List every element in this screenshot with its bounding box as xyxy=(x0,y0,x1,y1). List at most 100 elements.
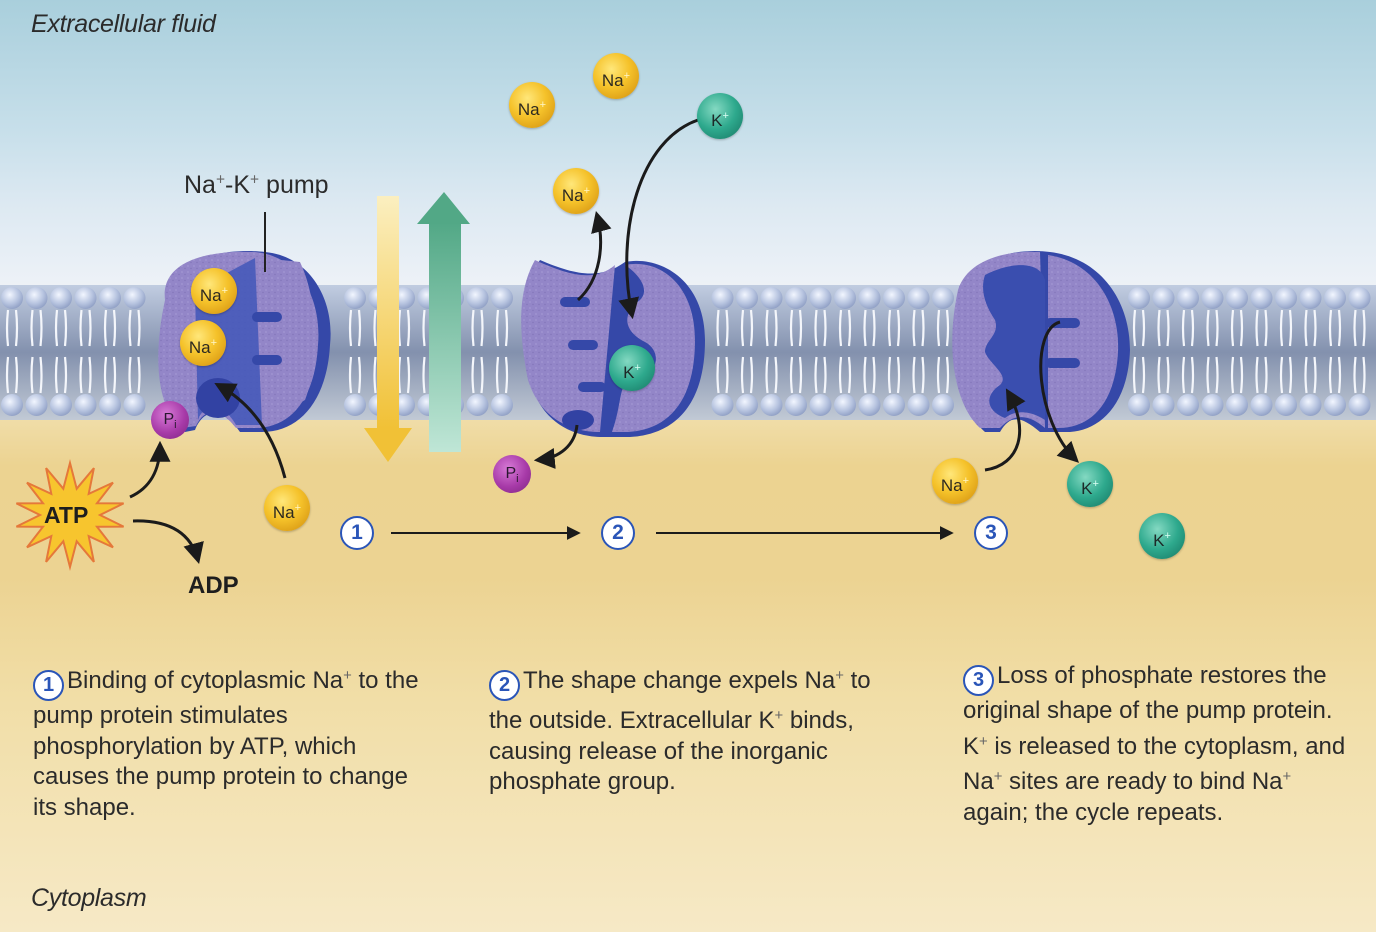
sodium-gradient-arrow xyxy=(364,196,412,462)
phospholipid-head xyxy=(74,287,97,309)
phosphate-group: Pi xyxy=(493,455,531,493)
phospholipid-tail xyxy=(1279,356,1284,394)
phospholipid-head xyxy=(711,287,734,309)
phospholipid-tail xyxy=(945,356,950,394)
phospholipid-tail xyxy=(63,356,68,394)
phospholipid-head xyxy=(1250,394,1273,416)
phospholipid-head xyxy=(1201,287,1224,309)
phospholipid-tail xyxy=(54,356,59,394)
phospholipid-tail xyxy=(1230,356,1235,394)
phospholipid-head xyxy=(1299,394,1322,416)
phospholipid-tail xyxy=(137,356,141,394)
phospholipid-tail xyxy=(30,356,34,394)
phospholipid-tail xyxy=(872,309,876,347)
phospholipid-tail xyxy=(128,309,132,347)
phospholipid-tail xyxy=(397,309,402,347)
phospholipid-tail xyxy=(838,309,843,347)
phospholipid-tail xyxy=(921,309,925,347)
potassium-ion: K+ xyxy=(609,345,655,391)
phospholipid-tail xyxy=(103,356,108,394)
phospholipid-head xyxy=(74,394,97,416)
phospholipid-head xyxy=(1275,287,1297,309)
phospholipid-tail xyxy=(847,356,852,394)
phospholipid-head xyxy=(834,287,856,309)
phospholipid-head xyxy=(1152,287,1175,309)
phospholipid-head xyxy=(25,394,48,416)
phospholipid-tail xyxy=(798,309,803,347)
phospholipid-tail xyxy=(471,309,475,347)
phospholipid-head xyxy=(344,394,366,416)
phospholipid-tail xyxy=(504,356,509,394)
phospholipid-tail xyxy=(112,356,117,394)
phospholipid-tail xyxy=(789,356,794,394)
phospholipid-tail xyxy=(5,309,10,347)
phospholipid-tail xyxy=(348,309,353,347)
step-3-inline-badge: 3 xyxy=(963,665,994,696)
phospholipid-tail xyxy=(838,356,843,394)
phospholipid-head xyxy=(1226,394,1248,416)
phospholipid-tail xyxy=(54,309,59,347)
phospholipid-tail xyxy=(814,356,818,394)
phospholipid-tail xyxy=(1141,309,1146,347)
phospholipid-tail xyxy=(863,309,867,347)
phospholipid-head xyxy=(785,394,807,416)
phospholipid-head xyxy=(760,287,783,309)
phospholipid-tail xyxy=(480,356,484,394)
step-2-inline-badge: 2 xyxy=(489,670,520,702)
phospholipid-head xyxy=(760,394,783,416)
phospholipid-head xyxy=(809,394,832,416)
phospholipid-tail xyxy=(1337,309,1342,347)
phospholipid-tail xyxy=(30,309,34,347)
sodium-ion: Na+ xyxy=(553,168,599,214)
phospholipid-head xyxy=(50,394,72,416)
phospholipid-tail xyxy=(1255,309,1259,347)
extracellular-fluid-label: Extracellular fluid xyxy=(31,10,216,38)
phospholipid-tail xyxy=(912,356,916,394)
phospholipid-tail xyxy=(887,309,892,347)
phospholipid-tail xyxy=(1264,356,1268,394)
phospholipid-tail xyxy=(921,356,925,394)
phospholipid-head xyxy=(858,394,881,416)
phospholipid-tail xyxy=(1255,356,1259,394)
phospholipid-head xyxy=(834,394,856,416)
phospholipid-head xyxy=(1324,287,1346,309)
phospholipid-head xyxy=(25,287,48,309)
pump-protein-state-3 xyxy=(952,250,1130,432)
sodium-ion: Na+ xyxy=(593,53,639,99)
phospholipid-head xyxy=(1324,394,1346,416)
sodium-ion: Na+ xyxy=(180,320,226,366)
phospholipid-tail xyxy=(765,309,769,347)
phospholipid-tail xyxy=(14,309,19,347)
phospholipid-tail xyxy=(1337,356,1342,394)
phospholipid-head xyxy=(1128,287,1150,309)
atp-label: ATP xyxy=(44,502,89,528)
phospholipid-tail xyxy=(1157,309,1161,347)
phospholipid-tail xyxy=(406,356,411,394)
phospholipid-head xyxy=(883,287,905,309)
phospholipid-tail xyxy=(1264,309,1268,347)
phospholipid-tail xyxy=(716,356,720,394)
na-binding-arrow-3 xyxy=(984,388,1026,472)
phospholipid-tail xyxy=(1313,356,1317,394)
phosphate-group: Pi xyxy=(151,401,189,439)
phospholipid-tail xyxy=(79,309,83,347)
phospholipid-tail xyxy=(896,309,901,347)
phospholipid-tail xyxy=(357,356,362,394)
phospholipid-head xyxy=(1128,394,1150,416)
phospholipid-head xyxy=(123,394,146,416)
phospholipid-tail xyxy=(774,309,778,347)
phospholipid-tail xyxy=(740,309,745,347)
pump-label-tail: pump xyxy=(259,171,329,199)
pump-protein-state-2 xyxy=(521,260,705,437)
phospholipid-head xyxy=(883,394,905,416)
phospholipid-tail xyxy=(373,309,377,347)
phospholipid-tail xyxy=(1304,309,1308,347)
phospholipid-tail xyxy=(1353,309,1357,347)
phospholipid-head xyxy=(736,287,758,309)
phospholipid-head xyxy=(123,287,146,309)
pump-label-na: Na xyxy=(184,171,216,199)
phospholipid-tail xyxy=(1313,309,1317,347)
pump-label-charge: + xyxy=(250,171,260,189)
